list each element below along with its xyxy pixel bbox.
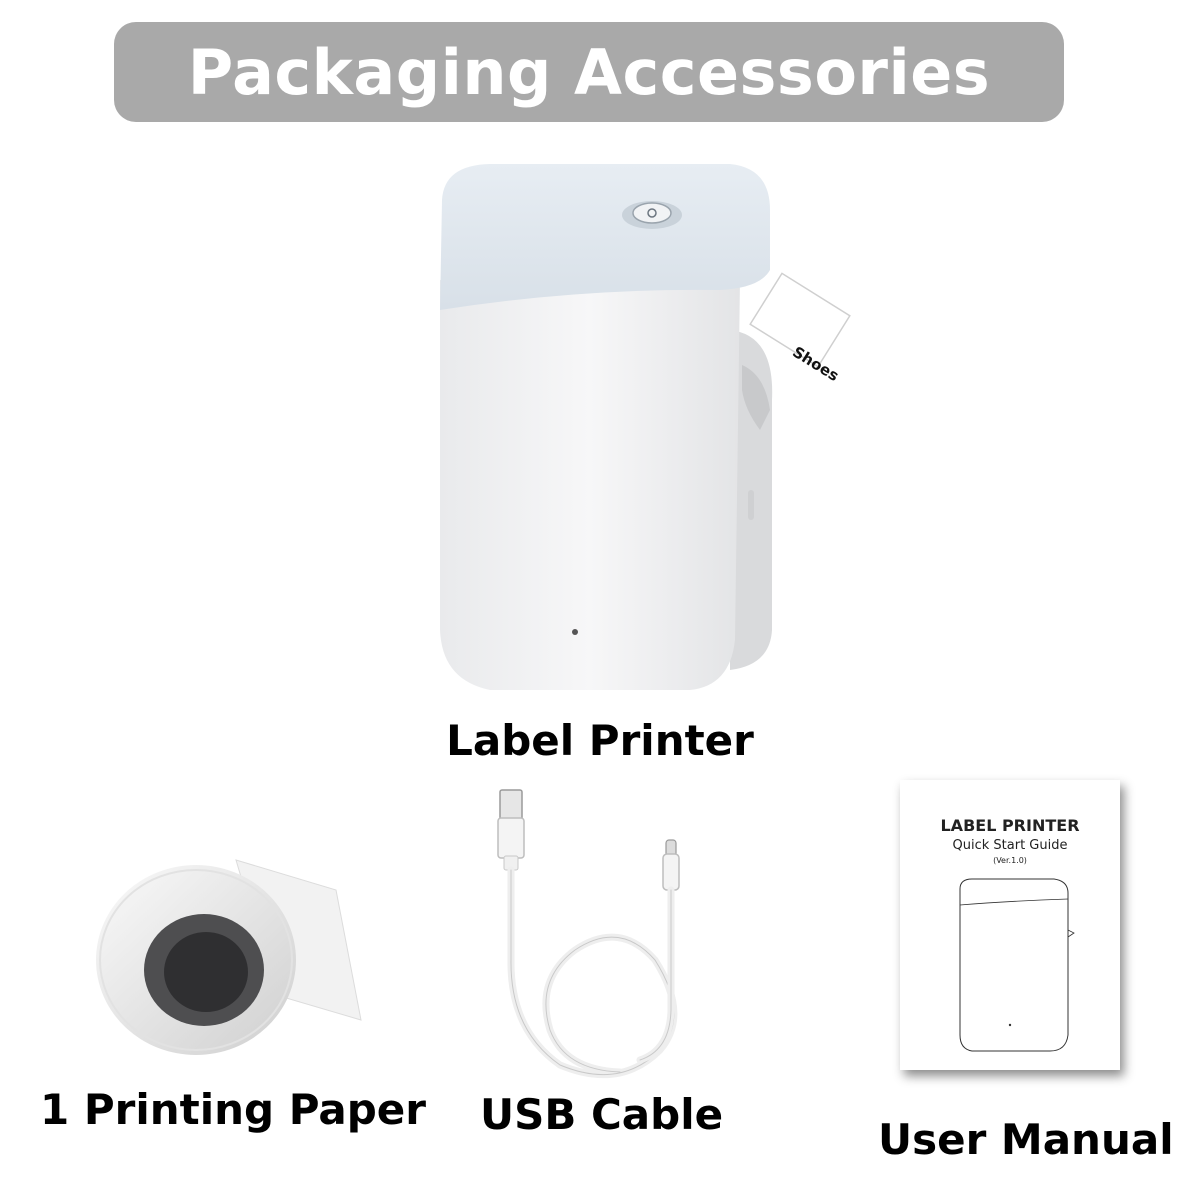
label-printer-image: Shoes [440, 164, 851, 690]
manual-cover-subtitle: Quick Start Guide [952, 838, 1068, 853]
usb-cable-caption: USB Cable [480, 1090, 724, 1139]
header-banner: Packaging Accessories [114, 22, 1064, 122]
printing-paper-caption: 1 Printing Paper [40, 1085, 426, 1134]
user-manual-caption: User Manual [878, 1115, 1174, 1164]
page-title: Packaging Accessories [187, 35, 991, 109]
label-printer-caption: Label Printer [446, 716, 754, 765]
paper-roll-image [96, 859, 362, 1055]
manual-page: LABEL PRINTER Quick Start Guide (Ver.1.0… [900, 780, 1120, 1070]
manual-cover-version: (Ver.1.0) [993, 856, 1027, 865]
usb-cable-image [497, 789, 680, 1079]
user-manual-image: LABEL PRINTER Quick Start Guide (Ver.1.0… [900, 780, 1140, 1080]
manual-printer-sketch [959, 878, 1075, 1052]
manual-cover-title: LABEL PRINTER [940, 816, 1080, 835]
